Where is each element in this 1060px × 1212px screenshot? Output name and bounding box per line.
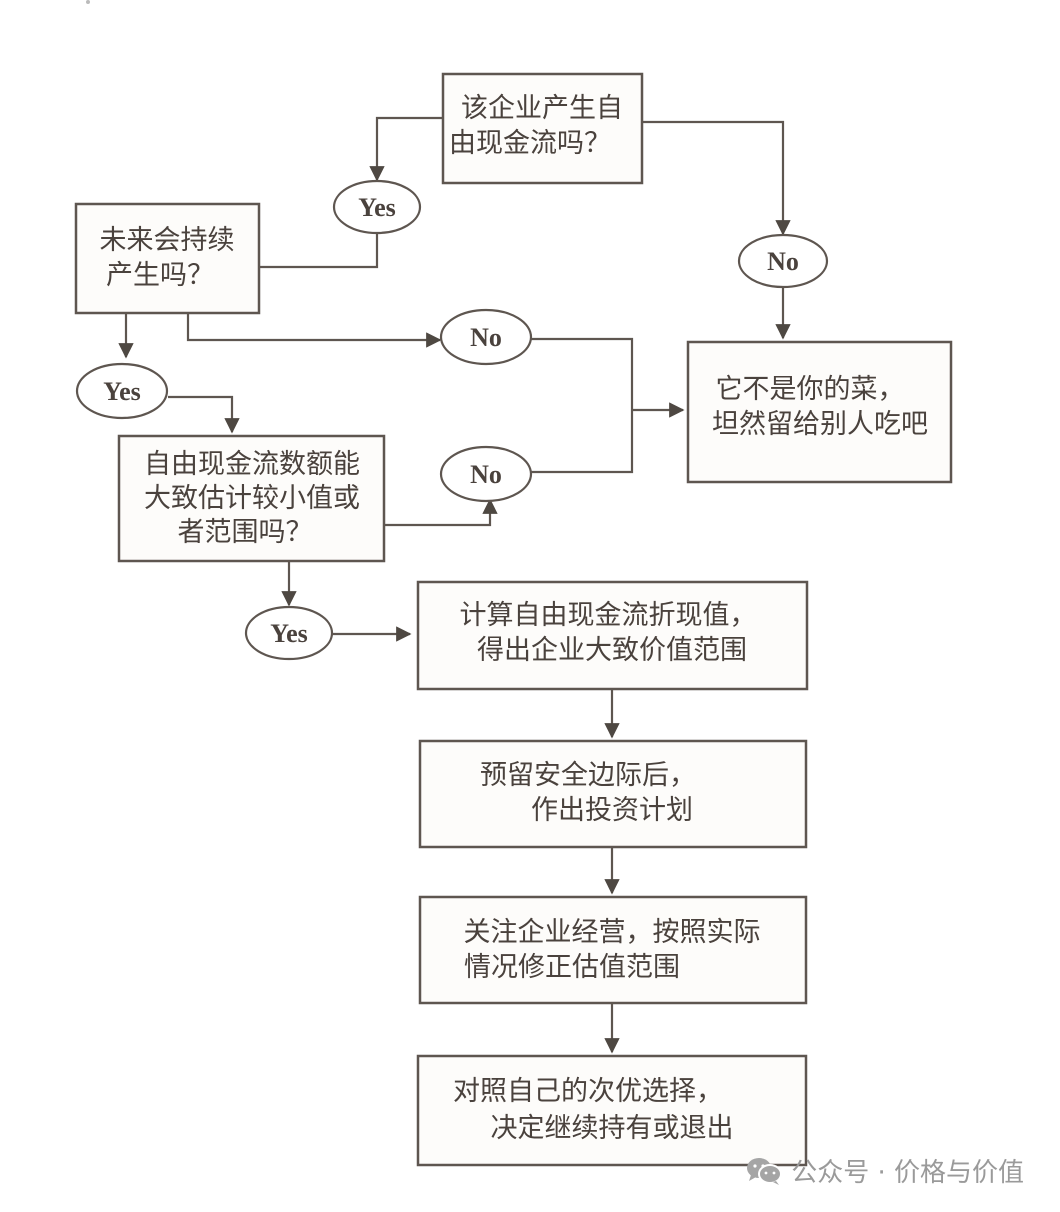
answer-yes-2: Yes (75, 362, 169, 420)
edge-q3-no3 (384, 498, 498, 527)
node-step3-line-1: 关注企业经营，按照实际 (464, 917, 761, 948)
answer-no-2: No (439, 308, 533, 366)
edge-yes2-q3 (168, 395, 240, 434)
edge-q1-no1 (642, 120, 791, 236)
edge-yes1-q2 (259, 232, 379, 269)
answer-yes-1: Yes (332, 179, 422, 235)
node-step4: 对照自己的次优选择， 决定继续持有或退出 (416, 1054, 808, 1167)
node-q1-line-2: 由现金流吗？ (449, 128, 611, 159)
answer-no-3: No (439, 445, 533, 503)
node-step2-line-2: 作出投资计划 (531, 795, 693, 826)
edge-q1-yes1 (369, 116, 443, 182)
connectors (118, 116, 791, 1054)
wechat-icon (745, 1156, 783, 1186)
node-step4-line-1: 对照自己的次优选择， (453, 1076, 723, 1107)
answer-no-2-label: No (470, 323, 502, 352)
edge-no2-merge (531, 337, 634, 474)
watermark-text: 公众号 · 价格与价值 (791, 1158, 1024, 1188)
answer-yes-3: Yes (244, 605, 334, 661)
answer-no-1: No (737, 233, 829, 289)
watermark: 公众号 · 价格与价值 (745, 1152, 1024, 1189)
node-q1-line-1: 该企业产生自 (461, 93, 623, 124)
node-q2-line-1: 未来会持续 (100, 225, 235, 256)
node-step1-line-1: 计算自由现金流折现值， (460, 600, 757, 631)
answer-yes-2-label: Yes (103, 377, 141, 406)
node-q2-line-2: 产生吗？ (106, 260, 214, 291)
node-reject: 它不是你的菜， 坦然留给别人吃吧 (686, 340, 953, 484)
node-q3: 自由现金流数额能 大致估计较小值或 者范围吗？ (117, 434, 386, 563)
node-step3: 关注企业经营，按照实际 情况修正估值范围 (418, 895, 808, 1005)
node-step1-line-2: 得出企业大致价值范围 (477, 635, 747, 666)
node-q3-line-2: 大致估计较小值或 (144, 483, 360, 514)
answer-yes-3-label: Yes (270, 619, 308, 648)
node-step3-line-2: 情况修正估值范围 (464, 952, 680, 983)
answer-no-1-label: No (767, 247, 799, 276)
node-reject-line-1: 它不是你的菜， (716, 374, 905, 405)
scan-speck (86, 0, 90, 4)
node-q1: 该企业产生自 由现金流吗？ (441, 72, 644, 185)
node-reject-line-2: 坦然留给别人吃吧 (712, 409, 928, 440)
node-q2: 未来会持续 产生吗？ (74, 202, 261, 315)
node-q3-line-3: 者范围吗？ (178, 517, 313, 548)
node-step2-line-1: 预留安全边际后， (480, 760, 696, 791)
answer-yes-1-label: Yes (358, 193, 396, 222)
node-q3-line-1: 自由现金流数额能 (144, 449, 360, 480)
node-step2: 预留安全边际后， 作出投资计划 (418, 739, 808, 849)
answer-no-3-label: No (470, 460, 502, 489)
edge-q2-no2 (186, 313, 442, 348)
node-step1: 计算自由现金流折现值， 得出企业大致价值范围 (416, 580, 809, 691)
node-step4-line-2: 决定继续持有或退出 (491, 1113, 734, 1144)
